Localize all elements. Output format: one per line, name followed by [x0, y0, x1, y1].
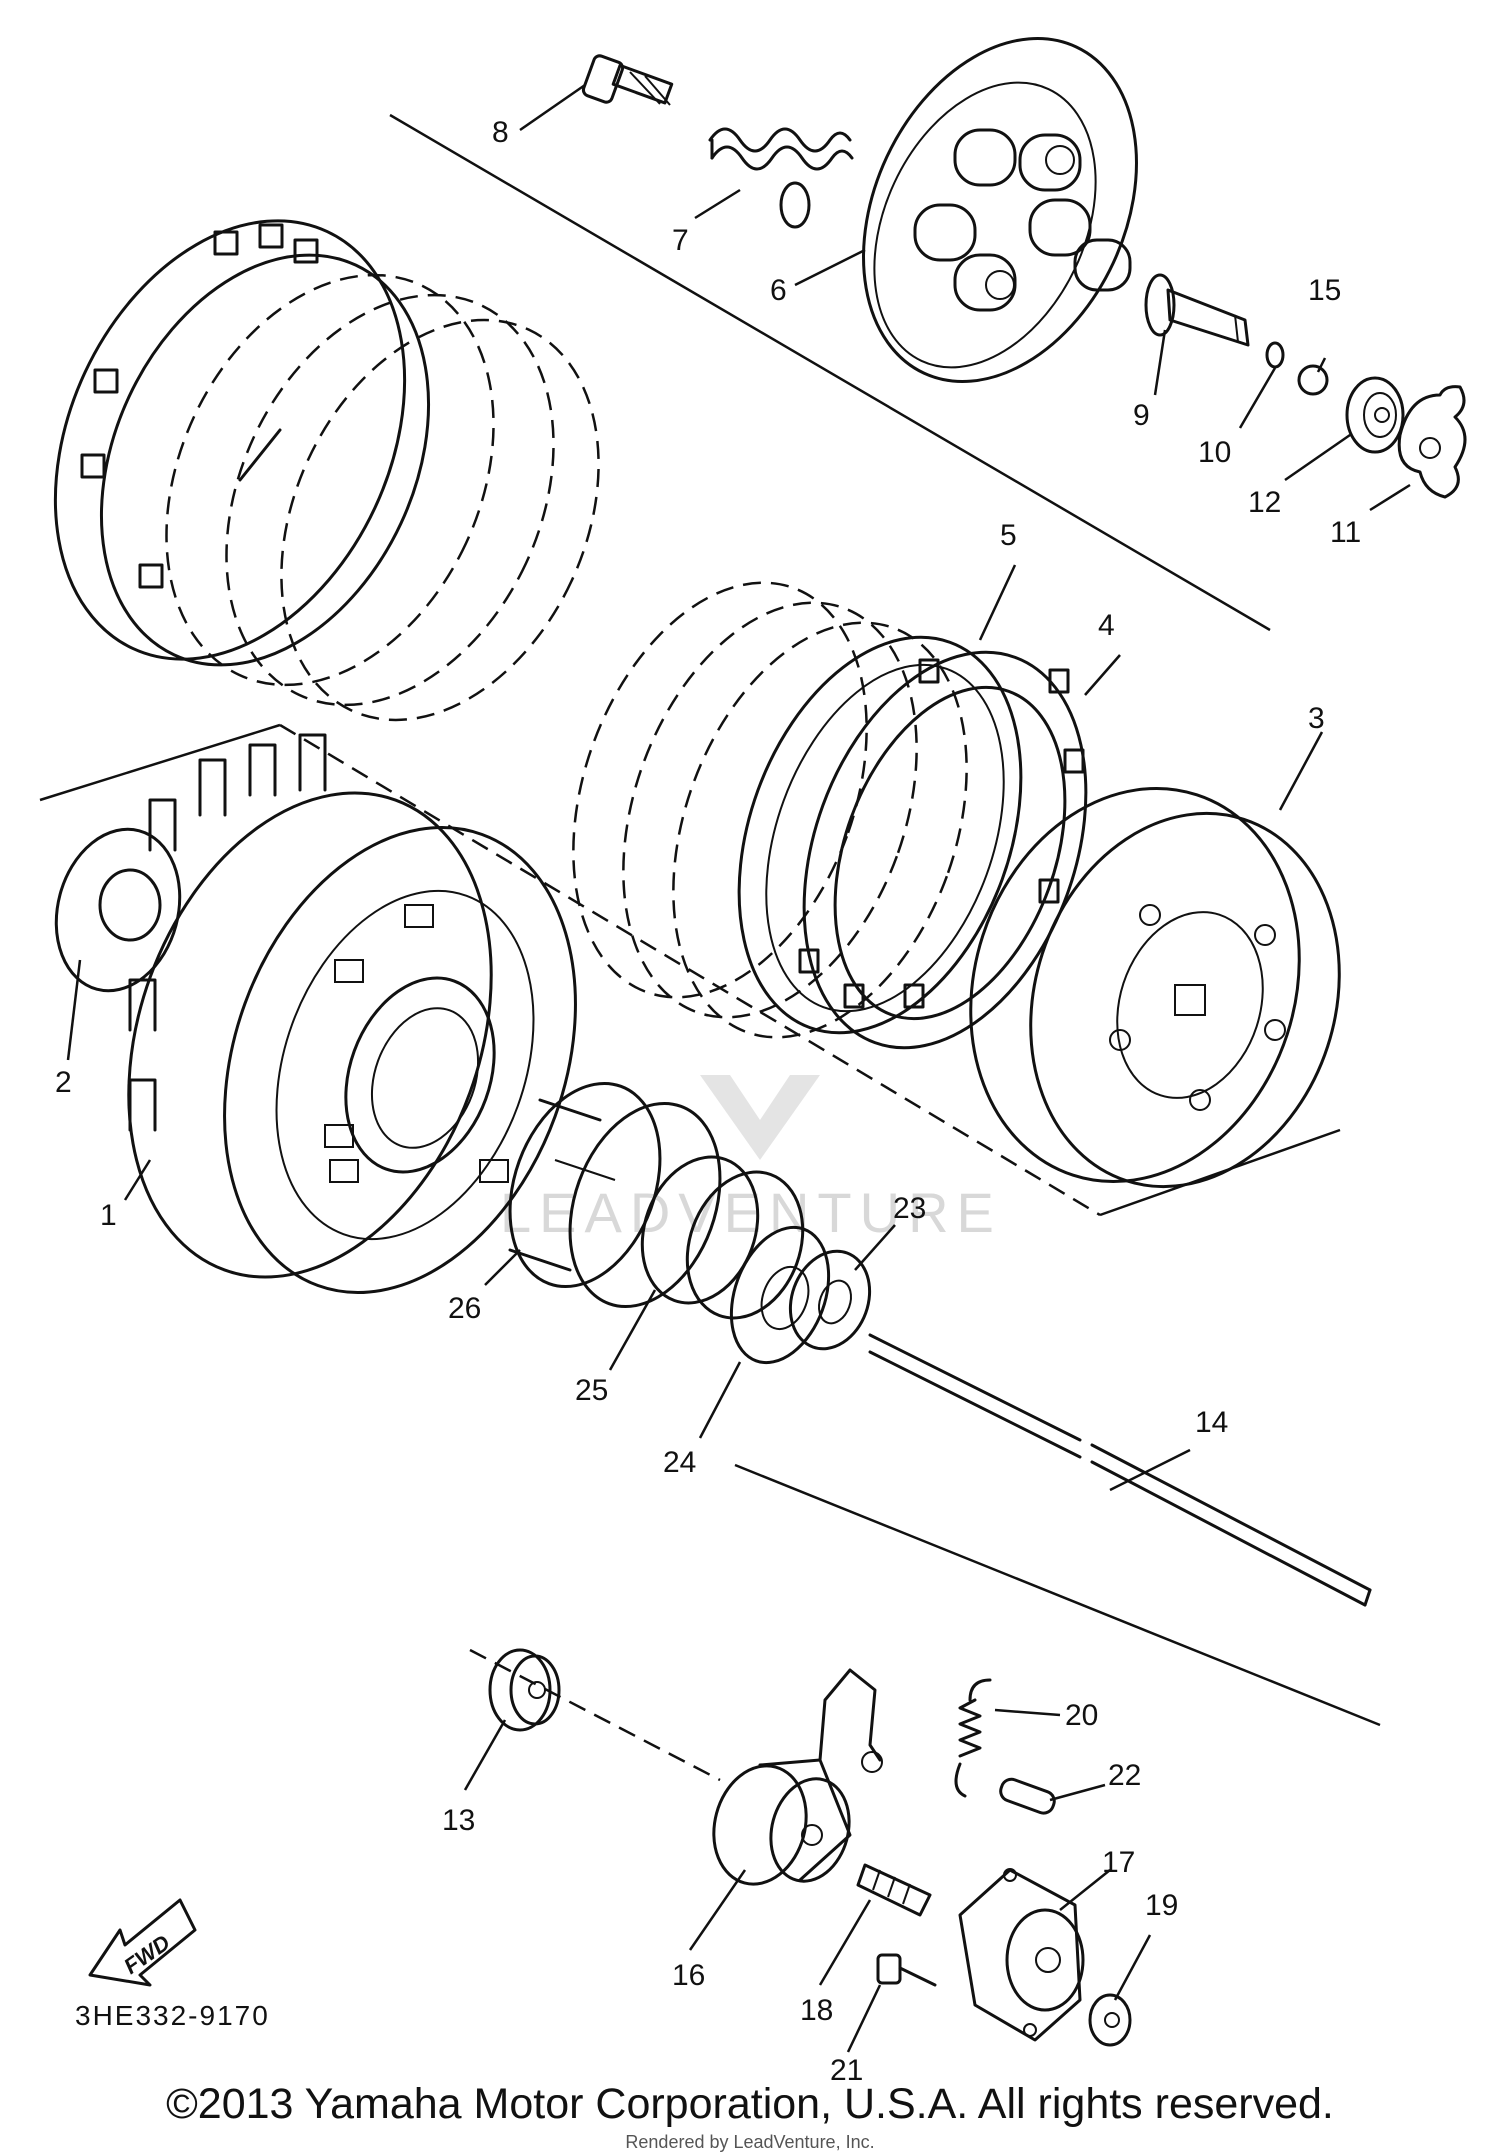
part-19-nut [1088, 1993, 1132, 2047]
callout-11: 11 [1330, 516, 1361, 549]
callout-20: 20 [1065, 1699, 1098, 1732]
part-1-clutch-housing [127, 733, 577, 1294]
callout-10: 10 [1198, 436, 1231, 469]
part-14-push-rod [868, 1333, 1372, 1607]
rendered-by-notice: Rendered by LeadVenture, Inc. [625, 2132, 875, 2152]
forward-arrow-icon: FWD [88, 1898, 197, 1987]
part-17-cover [958, 1868, 1085, 2042]
copyright-notice: ©2013 Yamaha Motor Corporation, U.S.A. A… [166, 2080, 1334, 2128]
callout-1: 1 [100, 1199, 117, 1232]
part-9-push-rod [1144, 273, 1250, 347]
callout-18: 18 [800, 1994, 833, 2027]
callout-16: 16 [672, 1959, 705, 1992]
leader-lines [66, 83, 1411, 2053]
callout-17: 17 [1102, 1846, 1135, 1879]
part-12-bearing [1345, 376, 1405, 454]
part-2-thrust-washer [54, 827, 182, 993]
part-21-bolt [876, 1953, 937, 1987]
callout-7: 7 [672, 224, 689, 257]
part-6-pressure-plate [862, 37, 1138, 383]
callout-15: 15 [1308, 274, 1341, 307]
callout-4: 4 [1098, 609, 1115, 642]
callout-3: 3 [1308, 702, 1325, 735]
callout-12: 12 [1248, 486, 1281, 519]
callout-13: 13 [442, 1804, 475, 1837]
callout-numbers: 8 7 6 9 10 15 12 11 5 4 3 2 1 26 25 24 2… [55, 116, 1361, 2087]
forward-label: FWD [119, 1930, 174, 1979]
callout-21: 21 [830, 2054, 863, 2087]
callout-5: 5 [1000, 519, 1017, 552]
guide-lines [39, 113, 1381, 1782]
callout-8: 8 [492, 116, 509, 149]
part-24-washer [729, 1225, 831, 1365]
callout-9: 9 [1133, 399, 1150, 432]
callout-25: 25 [575, 1374, 608, 1407]
part-11-lock-washer [1397, 385, 1467, 499]
watermark: LEADVENTURE [500, 1075, 1002, 1244]
part-22-pin [999, 1777, 1056, 1815]
callout-19: 19 [1145, 1889, 1178, 1922]
part-26-needle-bearing [508, 1081, 722, 1309]
callout-2: 2 [55, 1066, 72, 1099]
callout-24: 24 [663, 1446, 696, 1479]
part-8-bolt [581, 54, 674, 106]
plate-pack-upper [53, 219, 600, 722]
part-10-ring [1265, 341, 1285, 369]
callout-6: 6 [770, 274, 787, 307]
callout-26: 26 [448, 1292, 481, 1325]
part-25-collar [640, 1155, 805, 1320]
watermark-text: LEADVENTURE [500, 1181, 1002, 1244]
part-5-friction-plate [737, 635, 1023, 1035]
part-13-bearing [488, 1648, 561, 1732]
part-23-circlip [788, 1249, 872, 1351]
drawing-code: 3HE332-9170 [75, 2000, 270, 2031]
callout-23: 23 [893, 1192, 926, 1225]
plate-pack-middle [572, 581, 968, 1039]
part-4-clutch-plate [798, 650, 1088, 1050]
part-15-ball [1297, 364, 1329, 396]
part-7-spring [708, 127, 854, 229]
part-20-spring [954, 1678, 992, 1798]
callout-14: 14 [1195, 1406, 1228, 1439]
part-3-clutch-boss [969, 786, 1341, 1189]
part-18-adjuster [856, 1863, 932, 1917]
part-16-release-lever [712, 1668, 883, 1886]
callout-22: 22 [1108, 1759, 1141, 1792]
